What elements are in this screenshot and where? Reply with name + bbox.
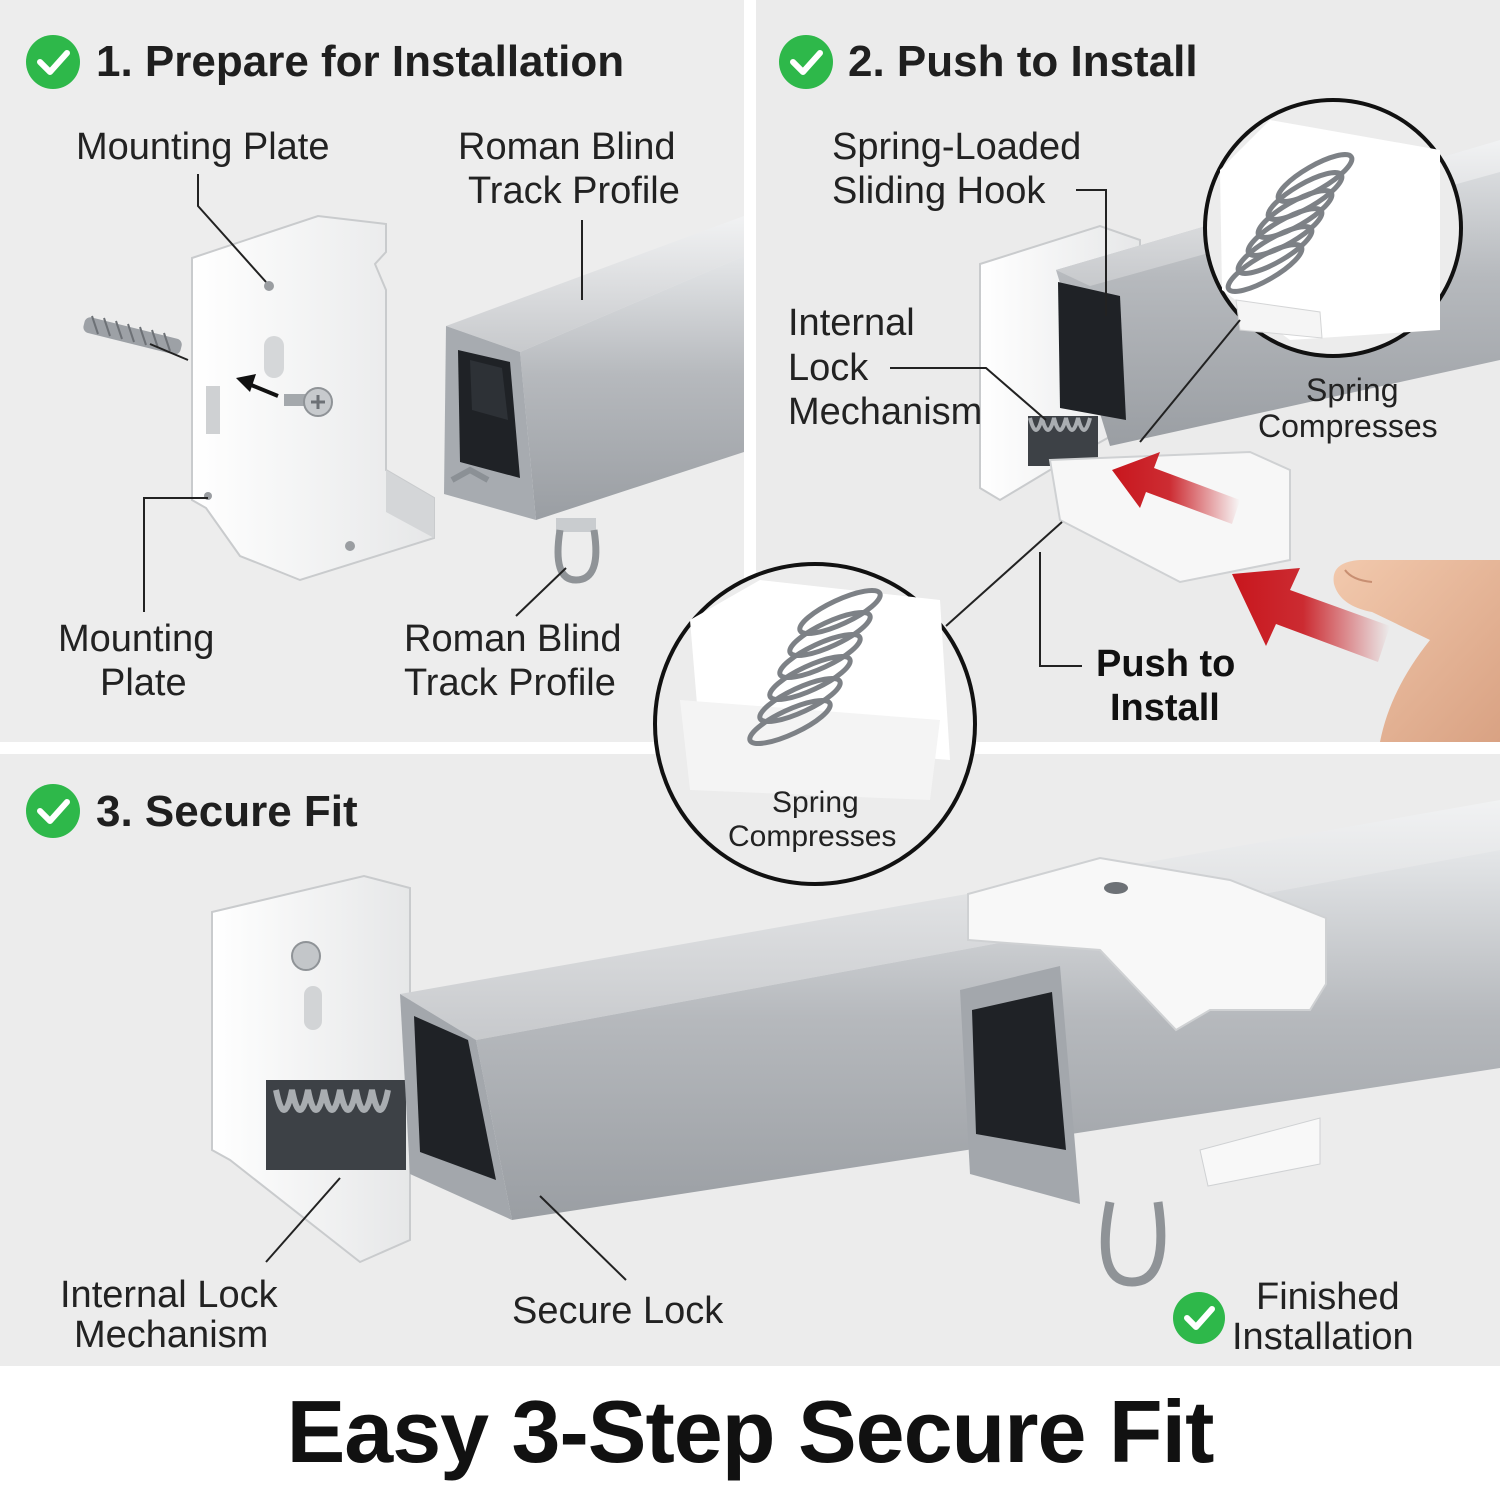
label-mounting-plate-bottom-line1: Mounting [58, 618, 215, 660]
hook-ring-icon [554, 518, 600, 584]
leader-line [945, 521, 1063, 627]
leader-line [197, 174, 267, 283]
label-push-line1: Push to [1096, 643, 1236, 685]
label-spring-top-line1: Spring [1306, 372, 1399, 408]
push-arrow-icon [1112, 452, 1240, 524]
leader-line [539, 1195, 627, 1281]
check-icon [26, 35, 80, 89]
finger-icon [1333, 560, 1500, 742]
track-profile [444, 216, 744, 520]
label-mounting-plate-bottom-line2: Plate [100, 662, 187, 704]
check-icon [779, 35, 833, 89]
step-2-title: 2. Push to Install [848, 37, 1198, 86]
leader-line [265, 1177, 341, 1263]
label-mounting-plate-top: Mounting Plate [76, 126, 330, 168]
label-lock-p3-line1: Internal Lock [60, 1274, 278, 1316]
label-finished-line2: Installation [1232, 1316, 1414, 1358]
label-lock-line3: Mechanism [788, 391, 983, 433]
label-lock-p3-line2: Mechanism [74, 1314, 269, 1356]
label-hook-line1: Spring-Loaded [832, 126, 1082, 168]
spring-zoom-circle-bottom [653, 562, 977, 886]
arrow-left-icon [236, 374, 279, 398]
label-push-line2: Install [1110, 687, 1220, 729]
label-track-profile-top-line2: Track Profile [468, 170, 680, 212]
label-spring-circle-line2: Compresses [728, 820, 897, 853]
label-lock-line2: Lock [788, 347, 869, 389]
label-finished-line1: Finished [1256, 1276, 1400, 1318]
label-track-profile-bottom-line1: Roman Blind [404, 618, 622, 660]
label-track-profile-bottom-line2: Track Profile [404, 662, 616, 704]
leader-line [515, 567, 567, 617]
leader-line [890, 367, 1047, 421]
headline: Easy 3-Step Secure Fit [286, 1382, 1215, 1481]
label-lock-line1: Internal [788, 302, 915, 344]
leader-line [1039, 552, 1082, 667]
mounted-bracket [211, 874, 411, 1264]
label-spring-circle-line1: Spring [772, 786, 859, 819]
label-spring-top-line2: Compresses [1258, 408, 1438, 444]
hook-ring-icon [1100, 1201, 1166, 1287]
step-3-title: 3. Secure Fit [96, 787, 358, 836]
push-arrow-icon [1232, 568, 1390, 662]
check-icon [26, 784, 80, 838]
spring-zoom-circle-top [1203, 98, 1463, 358]
leader-line [1139, 319, 1241, 443]
sliding-hook-carriage [967, 856, 1327, 1187]
label-hook-line2: Sliding Hook [832, 170, 1046, 212]
check-icon [1173, 1292, 1225, 1344]
leader-line [149, 343, 189, 361]
label-track-profile-top-line1: Roman Blind [458, 126, 676, 168]
mounting-screw-icon [284, 387, 333, 417]
leader-line [143, 497, 208, 612]
leader-line [1076, 189, 1107, 316]
step-1-title: 1. Prepare for Installation [96, 37, 625, 86]
label-secure-lock: Secure Lock [512, 1290, 724, 1332]
wall-screw-icon [83, 315, 182, 355]
